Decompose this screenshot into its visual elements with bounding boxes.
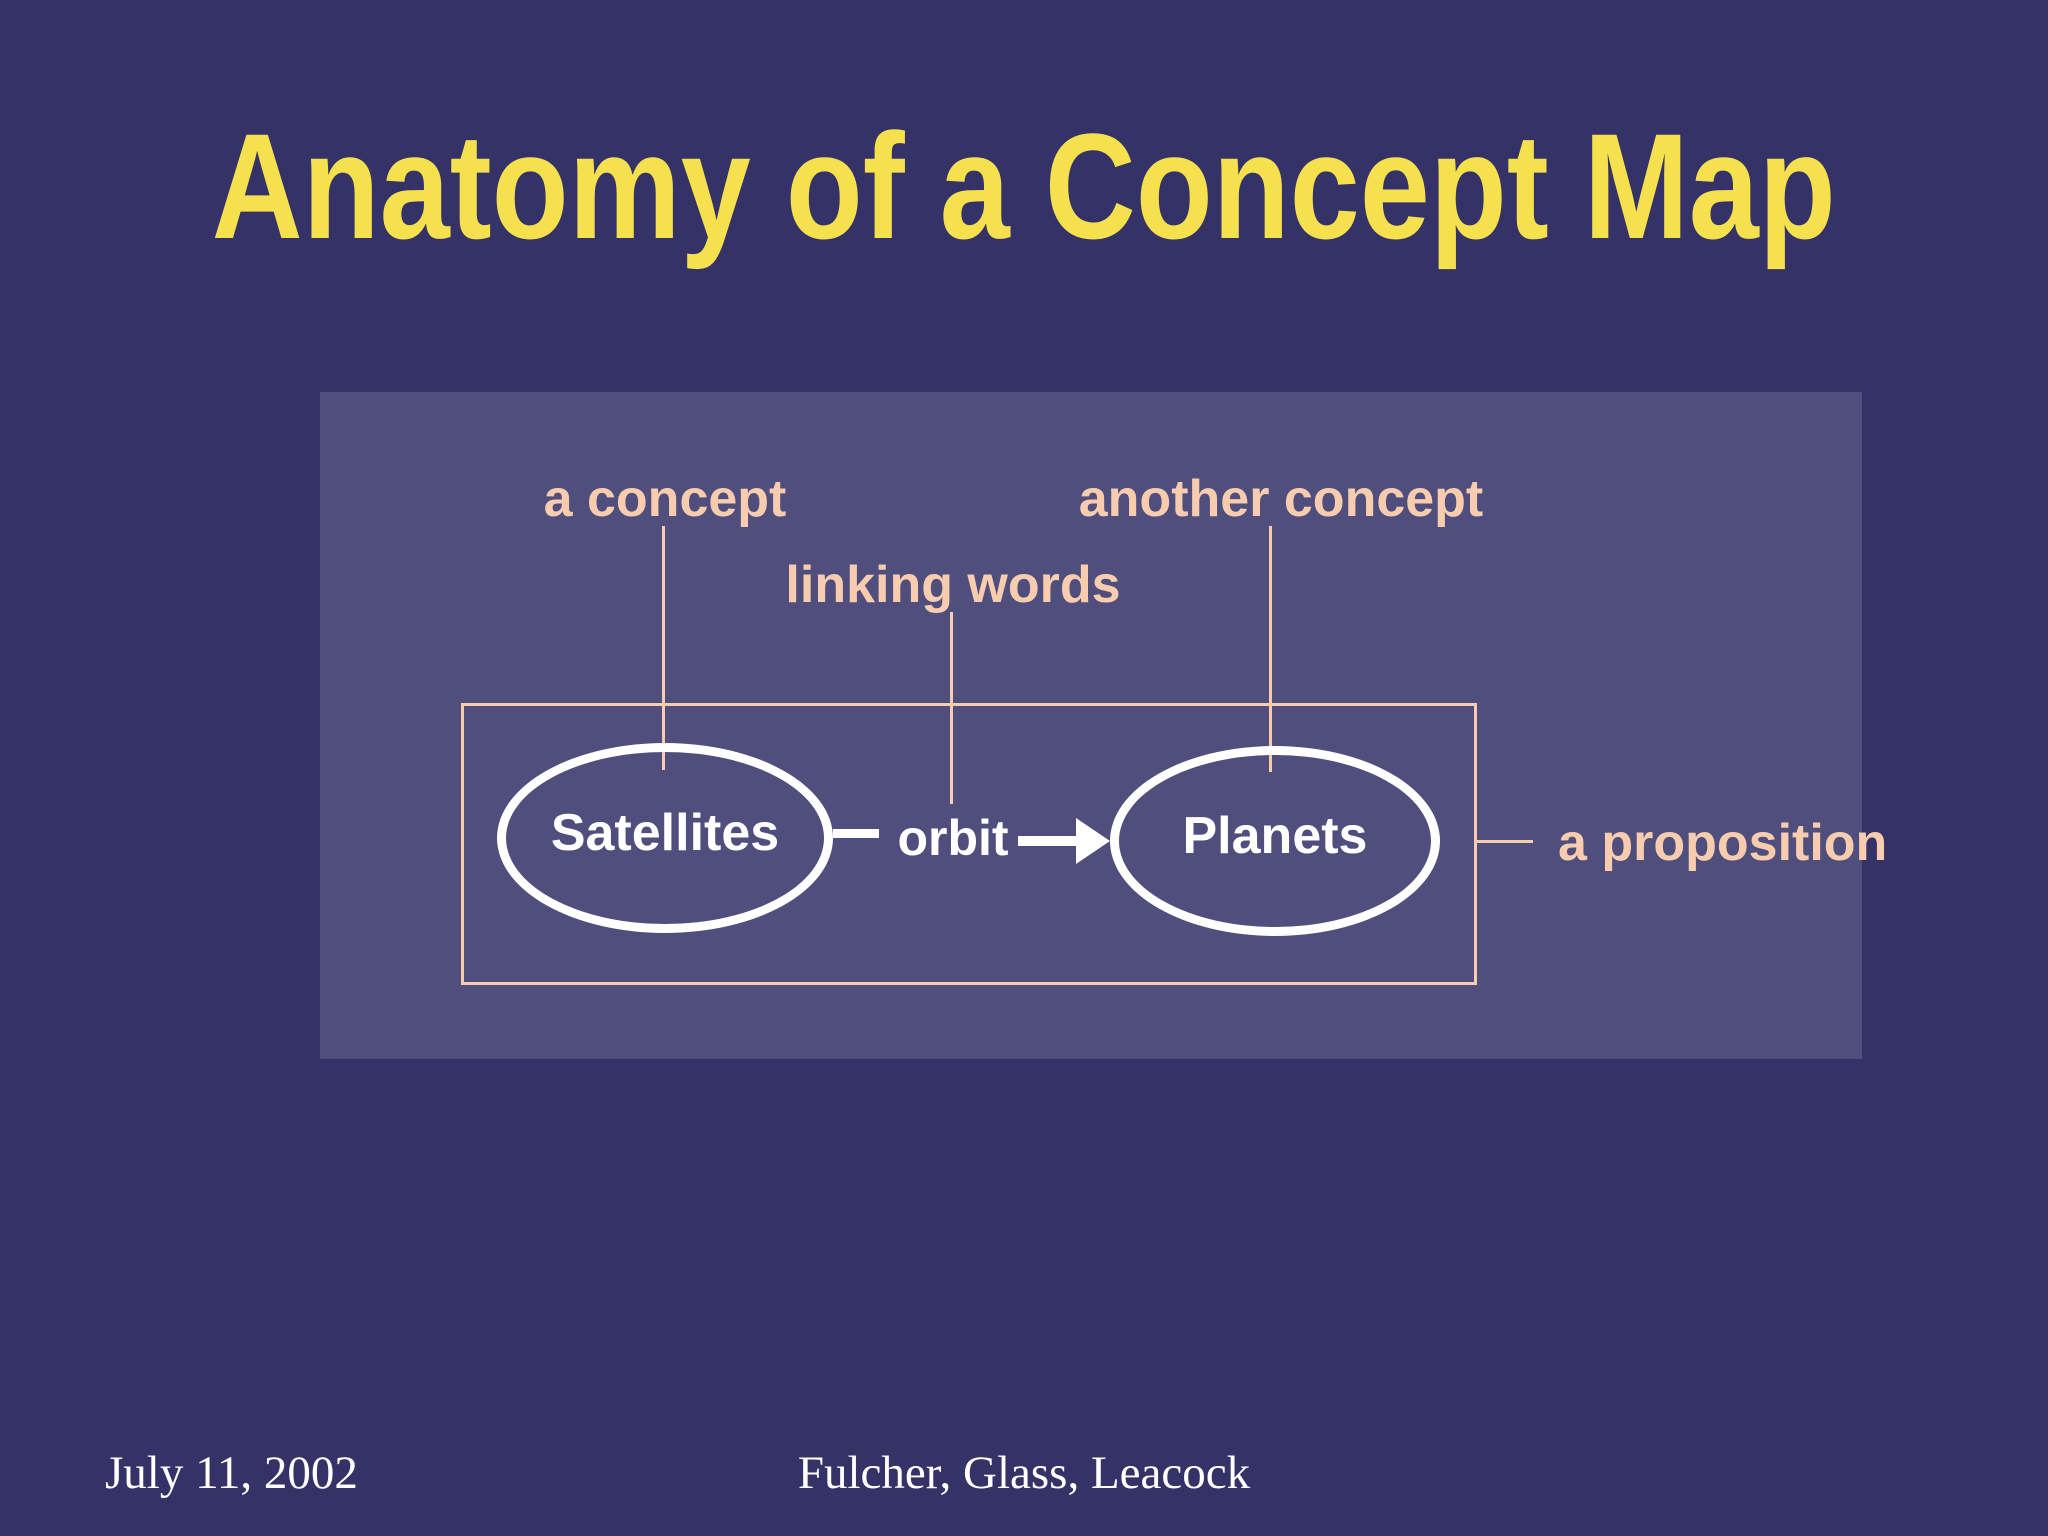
label-a-proposition: a proposition [1558, 814, 1888, 872]
footer-date: July 11, 2002 [105, 1447, 358, 1499]
concept-node-satellites: Satellites [497, 743, 833, 933]
link-line-left-segment [833, 829, 879, 838]
node-label-satellites: Satellites [550, 804, 780, 862]
label-another-concept: another concept [1078, 470, 1484, 528]
callout-line-another-concept [1269, 526, 1272, 772]
node-label-planets: Planets [1182, 807, 1368, 865]
link-arrowhead-icon [1076, 818, 1110, 864]
concept-map-diagram-panel: a concept another concept linking words … [320, 392, 1887, 1059]
slide-title: Anatomy of a Concept Map [211, 102, 1837, 270]
concept-node-planets: Planets [1110, 746, 1440, 936]
callout-line-linking-words [950, 612, 953, 804]
link-label-orbit: orbit [897, 810, 1009, 866]
slide-title-wrap: Anatomy of a Concept Map [0, 102, 2048, 270]
link-arrow-shaft [1018, 836, 1080, 846]
callout-line-a-proposition [1477, 840, 1533, 843]
label-a-concept: a concept [543, 470, 787, 528]
callout-line-a-concept [662, 526, 665, 770]
proposition-rectangle [461, 703, 1477, 985]
label-linking-words: linking words [785, 556, 1121, 614]
footer-authors: Fulcher, Glass, Leacock [797, 1447, 1251, 1499]
